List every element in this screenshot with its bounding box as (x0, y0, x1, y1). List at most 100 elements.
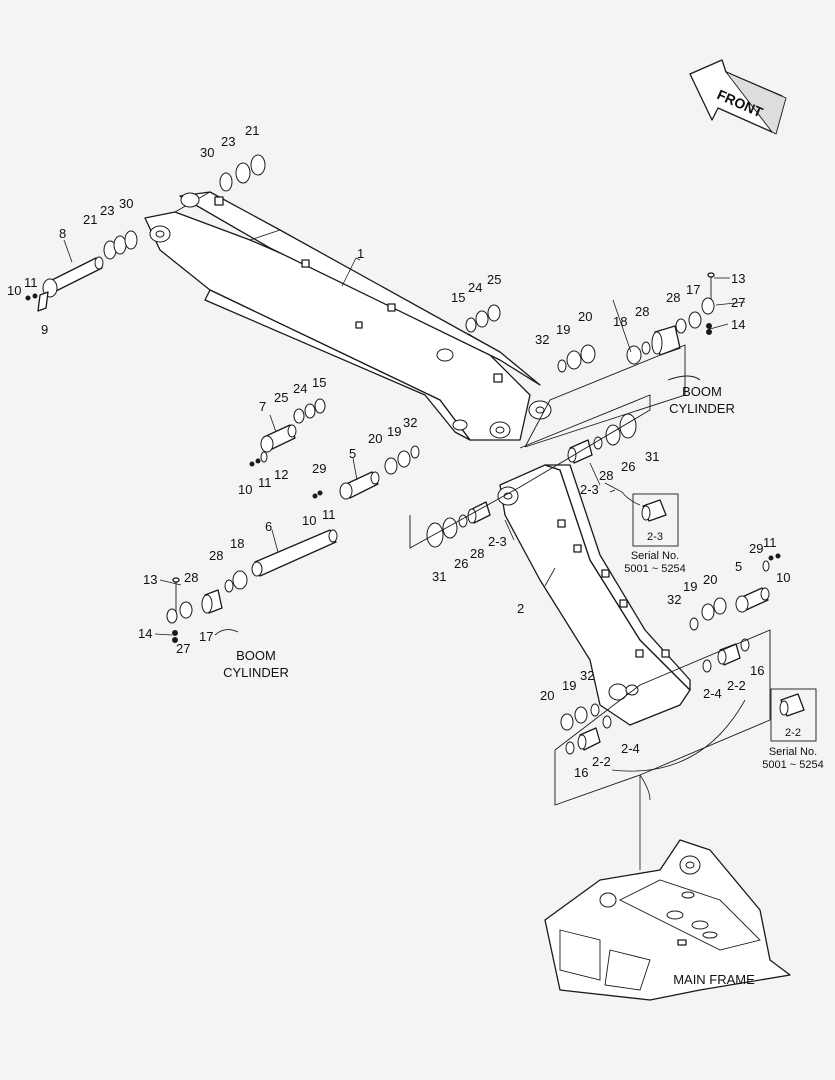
pin-6 (251, 529, 338, 577)
pin-5-right (735, 587, 770, 613)
callout-labels: 30 23 21 8 21 23 30 10 11 9 1 15 24 25 1… (7, 123, 790, 780)
bolts (25, 272, 781, 643)
callout-23: 23 (100, 203, 114, 218)
callout-26: 26 (621, 459, 635, 474)
callout-24: 24 (468, 280, 482, 295)
callout-31: 31 (432, 569, 446, 584)
callout-6: 6 (265, 519, 272, 534)
callout-30: 30 (200, 145, 214, 160)
callout-19: 19 (562, 678, 576, 693)
callout-32: 32 (403, 415, 417, 430)
callout-28: 28 (470, 546, 484, 561)
callout-24: 24 (293, 381, 307, 396)
serial-title: Serial No. (631, 550, 679, 562)
callout-2-3: 2-3 (580, 482, 599, 497)
front-arrow-icon: FRONT (689, 59, 787, 135)
callout-11: 11 (763, 535, 777, 550)
exploded-frames (409, 344, 771, 806)
callout-12: 12 (274, 467, 288, 482)
callout-30: 30 (119, 196, 133, 211)
detail-box-2-3: 2-3 Serial No. 5001 ~ 5254 (624, 493, 686, 575)
callout-7: 7 (259, 399, 266, 414)
boom-cylinder-caption-line1: BOOM (236, 648, 276, 663)
callout-13: 13 (143, 572, 157, 587)
callout-28: 28 (599, 468, 613, 483)
callout-11: 11 (322, 507, 336, 522)
boom-cylinder-caption-line1: BOOM (682, 384, 722, 399)
main-frame-caption: MAIN FRAME (673, 972, 755, 987)
callout-2-4: 2-4 (621, 741, 640, 756)
callout-1: 1 (357, 246, 364, 261)
pin-8 (42, 256, 104, 298)
callout-25: 25 (487, 272, 501, 287)
pin-5-left (339, 471, 380, 500)
callout-20: 20 (540, 688, 554, 703)
washers (103, 154, 750, 755)
callout-32: 32 (535, 332, 549, 347)
captions: BOOM CYLINDER BOOM CYLINDER MAIN FRAME (223, 384, 755, 987)
arm-link (497, 464, 691, 726)
callout-20: 20 (578, 309, 592, 324)
serial-range: 5001 ~ 5254 (762, 759, 823, 771)
callout-14: 14 (138, 626, 152, 641)
callout-26: 26 (454, 556, 468, 571)
callout-10: 10 (302, 513, 316, 528)
callout-17: 17 (686, 282, 700, 297)
callout-10: 10 (776, 570, 790, 585)
callout-18: 18 (613, 314, 627, 329)
callout-25: 25 (274, 390, 288, 405)
callout-17: 17 (199, 629, 213, 644)
callout-10: 10 (238, 482, 252, 497)
callout-32: 32 (667, 592, 681, 607)
callout-2: 2 (517, 601, 524, 616)
detail-box-2-2: 2-2 Serial No. 5001 ~ 5254 (762, 688, 824, 771)
callout-19: 19 (556, 322, 570, 337)
pin-7 (260, 424, 297, 453)
callout-27: 27 (176, 641, 190, 656)
callout-9: 9 (41, 322, 48, 337)
callout-20: 20 (368, 431, 382, 446)
callout-18: 18 (230, 536, 244, 551)
callout-2-2: 2-2 (727, 678, 746, 693)
callout-21: 21 (245, 123, 259, 138)
callout-15: 15 (312, 375, 326, 390)
callout-21: 21 (83, 212, 97, 227)
callout-28: 28 (184, 570, 198, 585)
serial-title: Serial No. (769, 746, 817, 758)
callout-11: 11 (24, 275, 38, 290)
callout-29: 29 (312, 461, 326, 476)
callout-28: 28 (209, 548, 223, 563)
callout-11: 11 (258, 475, 272, 490)
boom-cylinder-caption-line2: CYLINDER (223, 665, 289, 680)
leader-lines (63, 239, 746, 870)
callout-29: 29 (749, 541, 763, 556)
callout-5: 5 (735, 559, 742, 574)
callout-16: 16 (574, 765, 588, 780)
callout-13: 13 (731, 271, 745, 286)
callout-31: 31 (645, 449, 659, 464)
callout-14: 14 (731, 317, 745, 332)
callout-15: 15 (451, 290, 465, 305)
callout-28: 28 (635, 304, 649, 319)
callout-2-2: 2-2 (592, 754, 611, 769)
callout-20: 20 (703, 572, 717, 587)
callout-27: 27 (731, 295, 745, 310)
callout-10: 10 (7, 283, 21, 298)
main-frame (544, 839, 791, 1001)
boom-arm (144, 191, 552, 441)
detail-label: 2-3 (647, 531, 663, 543)
callout-19: 19 (683, 579, 697, 594)
callout-23: 23 (221, 134, 235, 149)
boom-cylinder-caption-line2: CYLINDER (669, 401, 735, 416)
callout-28: 28 (666, 290, 680, 305)
boom-cylinder-top (667, 375, 701, 381)
callout-32: 32 (580, 668, 594, 683)
callout-16: 16 (750, 663, 764, 678)
bushings (201, 325, 741, 751)
callout-2-3: 2-3 (488, 534, 507, 549)
callout-19: 19 (387, 424, 401, 439)
detail-label: 2-2 (785, 727, 801, 739)
callout-2-4: 2-4 (703, 686, 722, 701)
serial-range: 5001 ~ 5254 (624, 563, 685, 575)
